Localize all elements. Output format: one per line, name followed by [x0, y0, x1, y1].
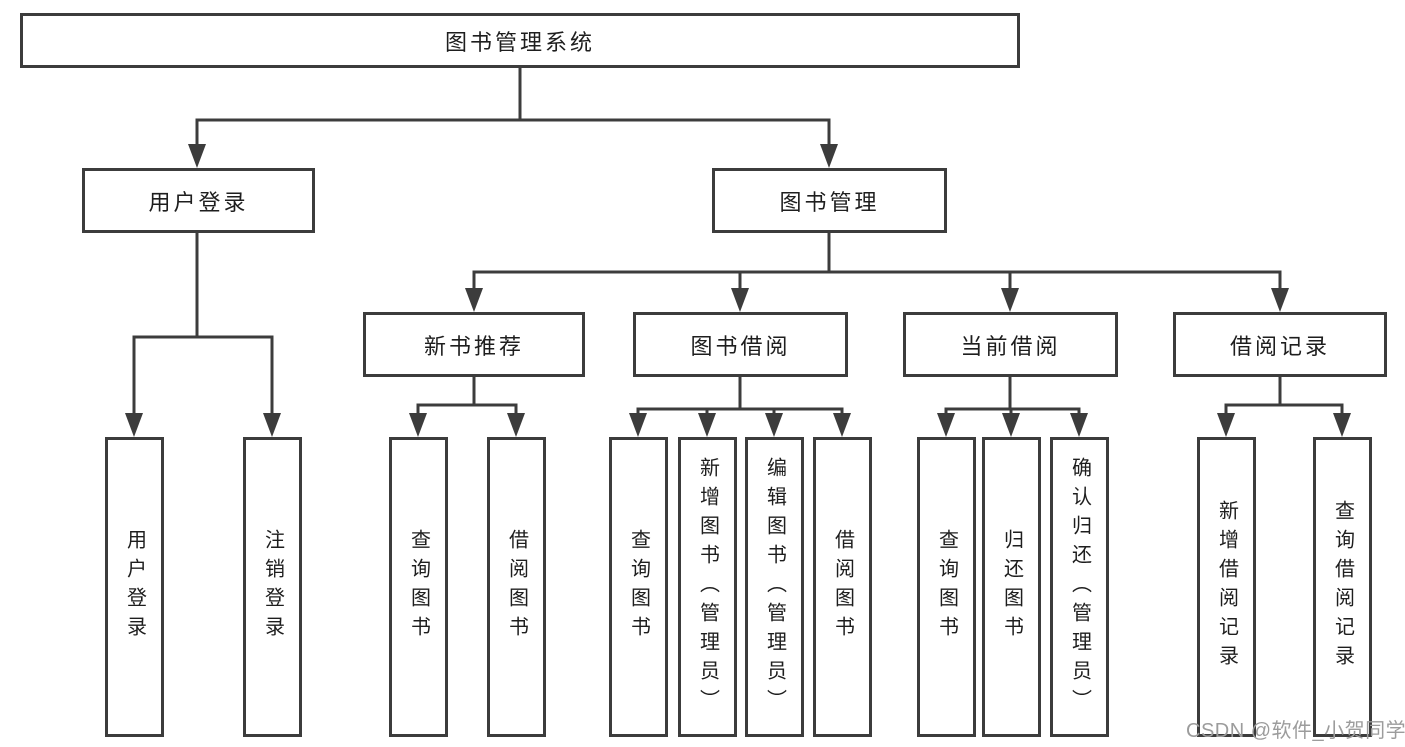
- node-current-borrowing-label: 当前借阅: [960, 333, 1061, 359]
- leaf-query-books-2: 查询图书: [609, 437, 668, 737]
- leaf-edit-books-admin: 编辑图书（管理员）: [745, 437, 804, 737]
- leaf-logout: 注销登录: [243, 437, 302, 737]
- leaf-query-borrow-record-label: 查询借阅记录: [1331, 500, 1354, 674]
- leaf-confirm-return-admin: 确认归还（管理员）: [1050, 437, 1109, 737]
- leaf-return-books: 归还图书: [982, 437, 1041, 737]
- leaf-add-books-admin-label: 新增图书（管理员）: [696, 456, 719, 718]
- leaf-confirm-return-admin-label: 确认归还（管理员）: [1068, 456, 1091, 718]
- leaf-query-books-3-label: 查询图书: [935, 529, 958, 645]
- node-book-borrowing: 图书借阅: [633, 312, 848, 377]
- leaf-return-books-label: 归还图书: [1000, 529, 1023, 645]
- node-root-label: 图书管理系统: [444, 29, 595, 55]
- csdn-watermark: CSDN @软件_小贺同学: [1186, 720, 1405, 742]
- leaf-query-borrow-record: 查询借阅记录: [1313, 437, 1372, 737]
- leaf-add-borrow-record: 新增借阅记录: [1197, 437, 1256, 737]
- node-borrowing-records: 借阅记录: [1173, 312, 1387, 377]
- leaf-query-books-3: 查询图书: [917, 437, 976, 737]
- leaf-edit-books-admin-label: 编辑图书（管理员）: [763, 456, 786, 718]
- leaf-add-books-admin: 新增图书（管理员）: [678, 437, 737, 737]
- leaf-query-books-2-label: 查询图书: [627, 529, 650, 645]
- node-borrowing-records-label: 借阅记录: [1229, 333, 1330, 359]
- leaf-borrow-books-2-label: 借阅图书: [831, 529, 854, 645]
- node-book-management-label: 图书管理: [779, 189, 880, 215]
- leaf-borrow-books-2: 借阅图书: [813, 437, 872, 737]
- leaf-user-login: 用户登录: [105, 437, 164, 737]
- node-book-management: 图书管理: [712, 168, 947, 233]
- node-user-login: 用户登录: [82, 168, 315, 233]
- node-book-borrowing-label: 图书借阅: [690, 333, 791, 359]
- leaf-logout-label: 注销登录: [261, 529, 284, 645]
- leaf-user-login-label: 用户登录: [123, 529, 146, 645]
- leaf-query-books-1-label: 查询图书: [407, 529, 430, 645]
- node-user-login-label: 用户登录: [148, 189, 249, 215]
- node-current-borrowing: 当前借阅: [903, 312, 1118, 377]
- leaf-add-borrow-record-label: 新增借阅记录: [1215, 500, 1238, 674]
- leaf-query-books-1: 查询图书: [389, 437, 448, 737]
- node-root-library-system: 图书管理系统: [20, 13, 1020, 68]
- node-new-book-recommendation-label: 新书推荐: [423, 333, 524, 359]
- leaf-borrow-books-1: 借阅图书: [487, 437, 546, 737]
- leaf-borrow-books-1-label: 借阅图书: [505, 529, 528, 645]
- node-new-book-recommendation: 新书推荐: [363, 312, 585, 377]
